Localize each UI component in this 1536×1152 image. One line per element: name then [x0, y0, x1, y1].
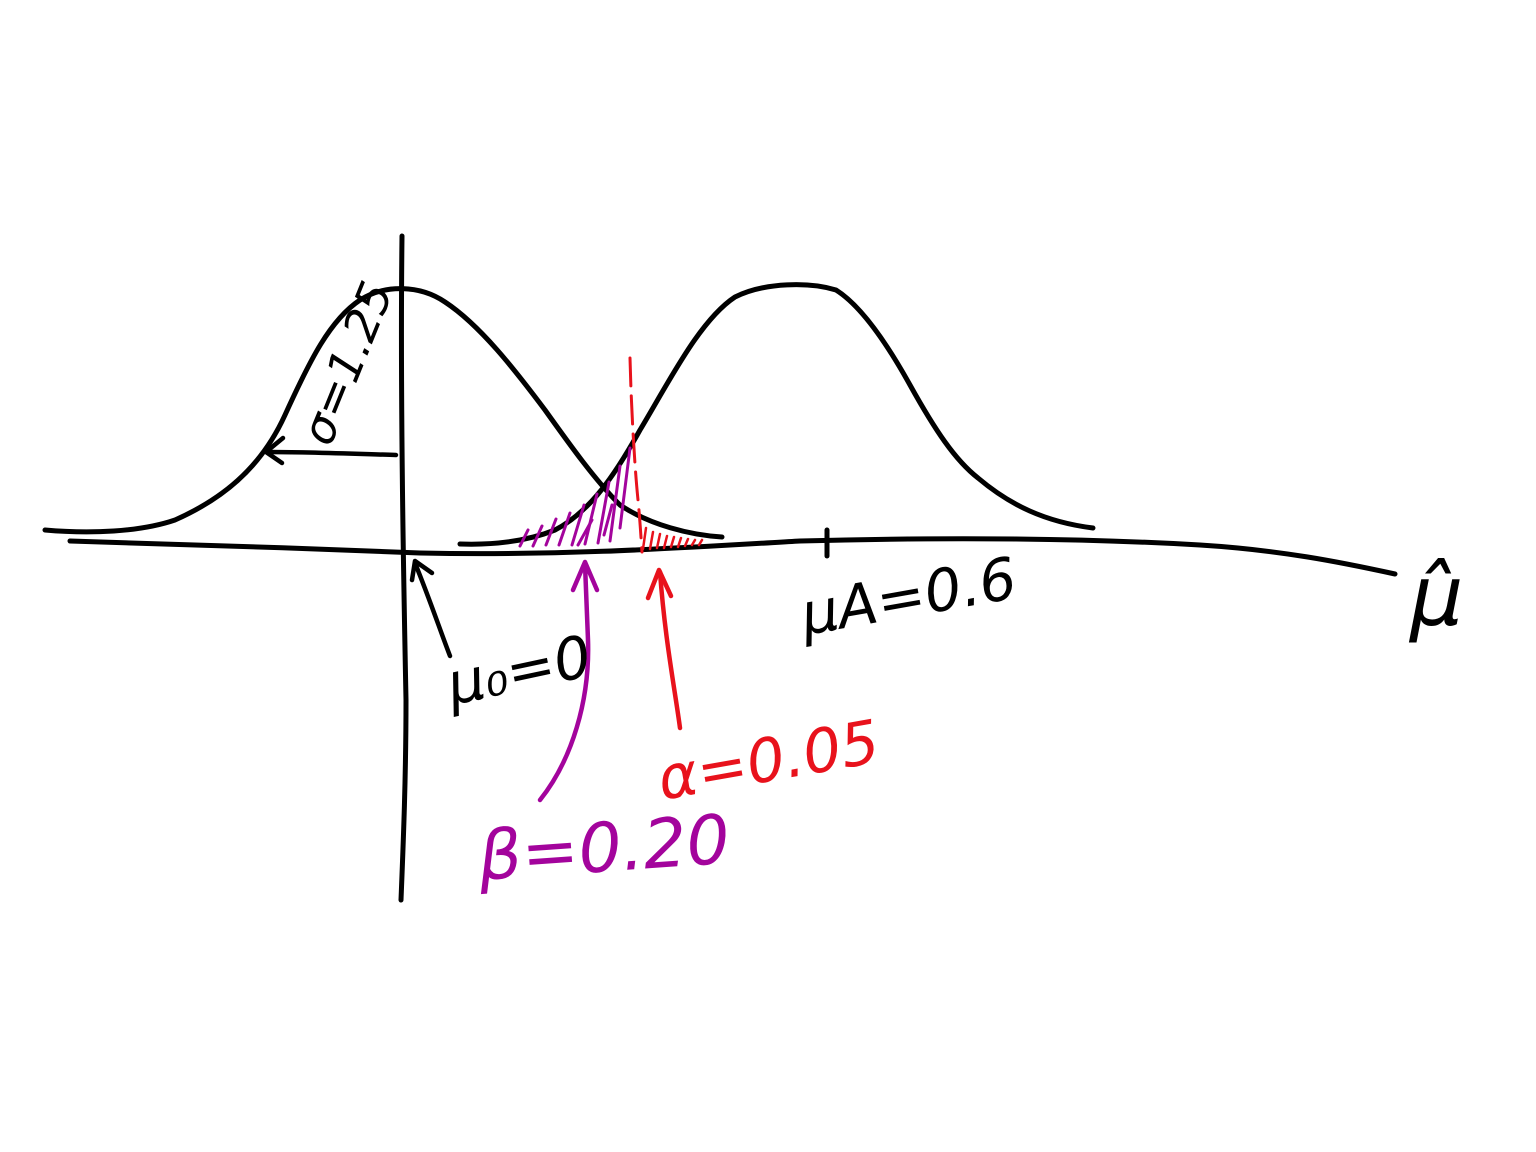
beta-region-hatching: [518, 446, 632, 548]
null-mean-arrow: [409, 558, 453, 659]
critical-value-line: [628, 356, 644, 554]
y-axis: [398, 233, 409, 903]
sigma-arrow: [263, 435, 399, 466]
sigma-label: σ=1.25: [290, 274, 404, 452]
beta-label: β=0.20: [475, 801, 733, 897]
beta-arrow: [537, 559, 600, 803]
null-mean-label: μ₀=0: [440, 622, 598, 719]
alternative-distribution-curve: [457, 282, 1096, 547]
alpha-region-hatching: [641, 526, 704, 551]
x-axis: [67, 536, 1398, 577]
alpha-label: α=0.05: [652, 707, 884, 815]
alt-mean-label: μA=0.6: [795, 544, 1022, 649]
alpha-arrow: [645, 567, 683, 731]
x-axis-label: μ̂: [1408, 547, 1463, 645]
